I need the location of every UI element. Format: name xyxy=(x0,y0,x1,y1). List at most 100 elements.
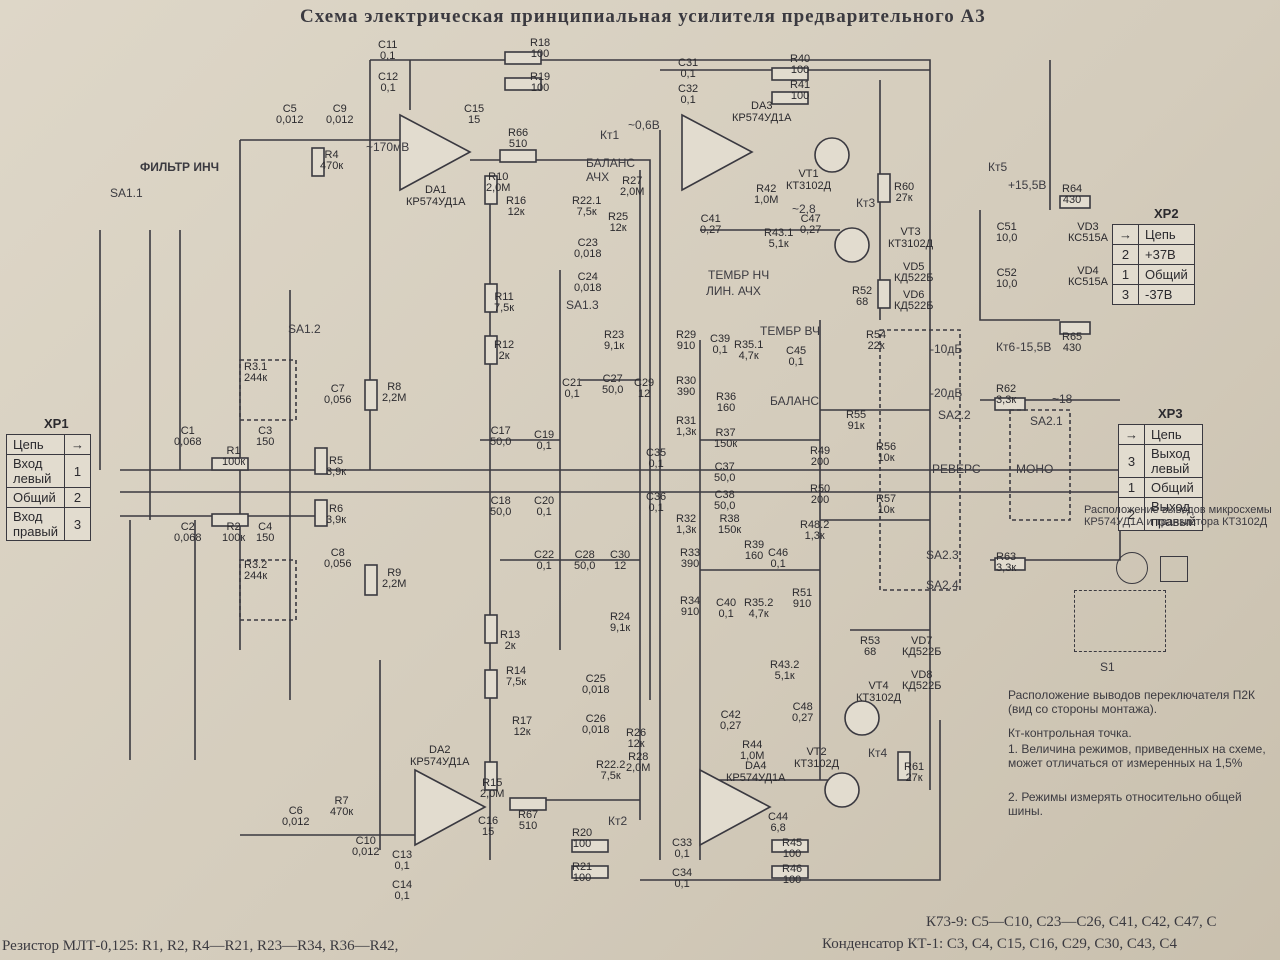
component-ref: C2 xyxy=(180,521,195,533)
component-value: 7,5к xyxy=(506,676,527,688)
component-value: 100 xyxy=(790,90,810,102)
component-ref: R63 xyxy=(996,551,1017,563)
component-value: 510 xyxy=(508,138,528,150)
component-value: 4,7к xyxy=(748,608,769,620)
connector-pin: → xyxy=(1112,224,1139,245)
balance-afc-label: БАЛАНС АЧХ xyxy=(586,156,636,184)
component-ref: C34 xyxy=(672,867,693,879)
component-ref: R51 xyxy=(792,587,813,599)
component-value: КД522Б xyxy=(902,646,942,658)
component-value: 0,1 xyxy=(380,82,396,94)
component-ref: R57 xyxy=(876,493,897,505)
component-value: 0,056 xyxy=(324,558,352,570)
component-ref: C6 xyxy=(288,805,303,817)
component-value: 1,3к xyxy=(676,524,697,536)
component-ref: C51 xyxy=(996,221,1017,233)
component-ref: C14 xyxy=(392,879,413,891)
component-ref: R20 xyxy=(572,827,593,839)
connector-name: XP1 xyxy=(44,416,69,431)
component-ref: R49 xyxy=(810,445,831,457)
component-ref: R3.1 xyxy=(244,361,268,373)
component-ref: C18 xyxy=(490,495,511,507)
component-ref: R27 xyxy=(622,175,643,187)
component-value: 12к xyxy=(507,206,525,218)
component-value: КД522Б xyxy=(894,300,934,312)
component-value: 100 xyxy=(530,82,550,94)
component-value: 390 xyxy=(676,386,696,398)
component-ref: R15 xyxy=(482,777,503,789)
component-value: 50,0 xyxy=(490,436,512,448)
tone-hf-label: ТЕМБР ВЧ xyxy=(760,324,821,338)
component-ref: C28 xyxy=(574,549,595,561)
component-ref: R30 xyxy=(676,375,697,387)
test-point-kt3: Кт3 xyxy=(856,196,876,210)
component-value: 0,068 xyxy=(174,436,202,448)
component-ref: R37 xyxy=(715,427,736,439)
pinout-transistor-icon xyxy=(1160,556,1188,582)
component-value: 12 xyxy=(613,560,627,572)
component-ref: C35 xyxy=(646,447,667,459)
connector-signal: Вход левый xyxy=(5,454,66,488)
component-ref: C20 xyxy=(534,495,555,507)
opamp-label-ref: DA1 xyxy=(425,184,447,196)
transistor-label-part: КТ3102Д xyxy=(794,758,840,770)
component-ref: C13 xyxy=(392,849,413,861)
component-value: 910 xyxy=(792,598,812,610)
component-ref: C25 xyxy=(585,673,606,685)
component-ref: C8 xyxy=(330,547,345,559)
component-ref: R2 xyxy=(226,521,241,533)
component-value: 160 xyxy=(744,550,764,562)
component-ref: R41 xyxy=(790,79,811,91)
component-ref: R1 xyxy=(226,445,241,457)
component-value: 0,1 xyxy=(680,94,696,106)
component-ref: C33 xyxy=(672,837,693,849)
component-value: 6,8 xyxy=(770,822,786,834)
connector-signal: Общий xyxy=(5,487,66,508)
component-value: 0,018 xyxy=(574,282,602,294)
component-ref: R42 xyxy=(756,183,777,195)
component-value: 0,018 xyxy=(582,684,610,696)
component-ref: R31 xyxy=(676,415,697,427)
component-value: 0,1 xyxy=(788,356,804,368)
transistor-label-ref: VT3 xyxy=(900,226,921,238)
component-value: 150к xyxy=(718,524,742,536)
component-value: 22к xyxy=(867,340,885,352)
opamp-label-ref: DA4 xyxy=(745,760,767,772)
transistor-label-part: КТ3102Д xyxy=(888,238,934,250)
component-value: 0,1 xyxy=(536,506,552,518)
component-ref: VD3 xyxy=(1077,221,1099,233)
component-value: 150 xyxy=(256,532,275,544)
component-ref: R38 xyxy=(719,513,740,525)
switch-sa11-label: SA1.1 xyxy=(110,186,143,200)
component-ref: C29 xyxy=(634,377,655,389)
